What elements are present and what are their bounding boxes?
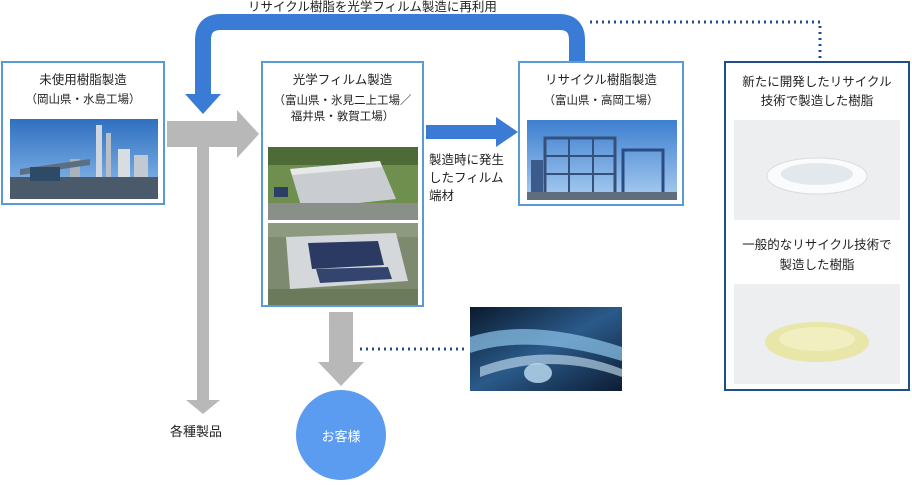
scrap-label-2: したフィルム (429, 170, 504, 185)
recycled-resin-title: リサイクル樹脂製造 (545, 72, 657, 87)
customer-circle: お客様 (296, 390, 386, 480)
clear-pellets-photo (734, 120, 900, 220)
clear-pellets-icon (734, 120, 900, 220)
chemical-plant-icon (10, 119, 158, 199)
solar-roof-factory-photo (268, 223, 418, 305)
optical-film-location-1: （富山県・氷見二上工場／ (273, 93, 412, 107)
film-roll-icon (470, 307, 622, 391)
scrap-label-1: 製造時に発生 (429, 152, 505, 167)
optical-film-box: 光学フィルム製造 （富山県・氷見二上工場／ 福井県・敦賀工場） (261, 61, 424, 307)
optical-film-title: 光学フィルム製造 (292, 72, 393, 87)
recycling-plant-photo (527, 120, 677, 200)
new-resin-line1: 新たに開発したリサイクル (742, 74, 892, 89)
virgin-resin-box: 未使用樹脂製造 （岡山県・水島工場） (1, 61, 165, 205)
yellow-pellets-icon (734, 284, 900, 384)
scrap-label-3: 端材 (429, 188, 455, 203)
virgin-resin-title: 未使用樹脂製造 (39, 72, 127, 87)
customer-label: お客様 (321, 429, 361, 445)
optical-film-location-2: 福井県・敦賀工場） (290, 109, 395, 123)
virgin-resin-location: （岡山県・水島工場） (25, 92, 141, 106)
film-roll-photo (470, 307, 622, 391)
factory-aerial-photo (268, 147, 418, 220)
recycled-resin-box: リサイクル樹脂製造 （富山県・高岡工場） (518, 61, 684, 206)
solar-roof-factory-icon (268, 223, 418, 305)
factory-aerial-icon (268, 147, 418, 220)
chemical-plant-photo (10, 119, 158, 199)
recycling-plant-icon (527, 120, 677, 200)
yellow-pellets-photo (734, 284, 900, 384)
resin-comparison-box: 新たに開発したリサイクル 技術で製造した樹脂 一般的なリサイクル技術で 製造した… (724, 61, 910, 391)
general-resin-line2: 製造した樹脂 (779, 257, 855, 272)
reuse-arrow-label: リサイクル樹脂を光学フィルム製造に再利用 (248, 0, 497, 14)
recycled-resin-location: （富山県・高岡工場） (543, 93, 659, 107)
general-resin-line1: 一般的なリサイクル技術で (742, 237, 892, 252)
new-resin-line2: 技術で製造した樹脂 (760, 93, 874, 108)
products-label: 各種製品 (170, 425, 223, 440)
